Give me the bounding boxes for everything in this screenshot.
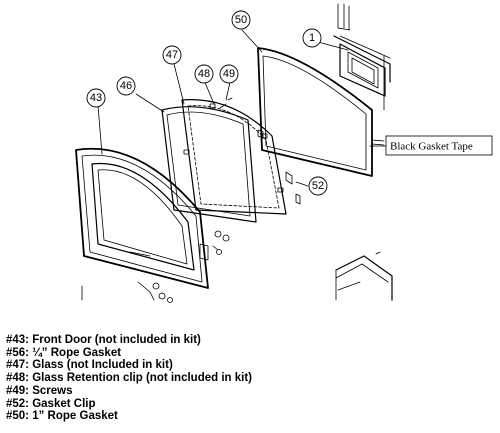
- legend-item-52: #52: Gasket Clip: [6, 397, 96, 410]
- door-hardware: [81, 281, 173, 303]
- legend-item-56: #56: ¼” Rope Gasket: [6, 346, 122, 359]
- callout-49: [219, 64, 239, 84]
- glass-panel: [181, 99, 287, 215]
- callout-52: [308, 176, 328, 196]
- screws: [212, 97, 233, 255]
- callout-47-label: 47: [166, 49, 178, 61]
- callout-52-label: 52: [312, 180, 324, 192]
- gasket-tape-label: Black Gasket Tape: [390, 141, 473, 153]
- callout-46-label: 46: [120, 80, 132, 92]
- leader-lines: [97, 29, 391, 187]
- firebox-base: [335, 251, 393, 301]
- rope-gasket-quarter-in: [161, 106, 257, 223]
- legend-item-50: #50: 1” Rope Gasket: [6, 410, 118, 423]
- callout-50-label: 50: [235, 14, 247, 26]
- legend-item-48: #48: Glass Retention clip (not included …: [6, 372, 253, 385]
- callout-46: [116, 76, 136, 96]
- callout-1: [302, 28, 322, 48]
- callout-48: [194, 64, 214, 84]
- legend-item-43: #43: Front Door (not included in kit): [6, 334, 201, 346]
- legend-item-49: #49: Screws: [6, 384, 73, 397]
- callout-49-label: 49: [223, 68, 235, 80]
- firebox-frame: [333, 3, 391, 111]
- callout-43-label: 43: [90, 92, 102, 104]
- callout-43: [86, 88, 106, 108]
- legend-item-47: #47: Glass (not Included in kit): [6, 359, 173, 372]
- callout-48-label: 48: [198, 68, 210, 80]
- front-door: [75, 147, 209, 289]
- rope-gasket-1in: [257, 47, 385, 177]
- gasket-tape-label-box: [385, 135, 493, 156]
- callout-50: [231, 10, 251, 30]
- callout-1-label: 1: [309, 32, 315, 44]
- gasket-clips: [257, 129, 301, 205]
- callout-47: [162, 45, 182, 65]
- parts-legend: #43: Front Door (not included in kit) #5…: [6, 334, 496, 423]
- exploded-view-diagram: 50 1 47 48 49 46 43 52 Black Gasket Tape: [75, 3, 493, 303]
